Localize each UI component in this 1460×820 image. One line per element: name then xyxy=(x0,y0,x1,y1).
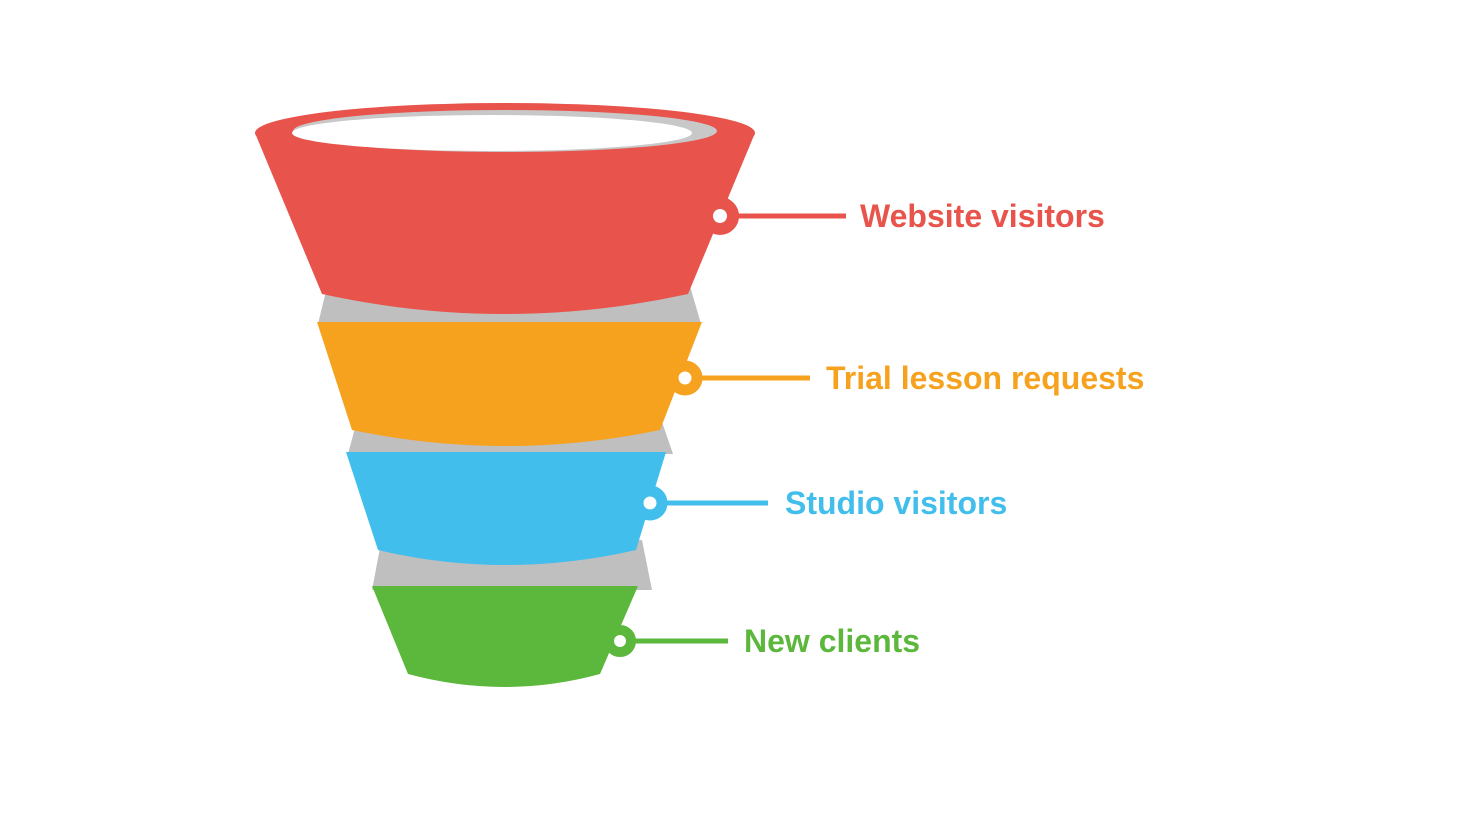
funnel-stage-new-clients xyxy=(372,586,638,687)
stage-4-label: New clients xyxy=(744,623,920,659)
stage-4-marker xyxy=(604,625,636,657)
stage-1-body xyxy=(255,133,755,314)
callout-new-clients: New clients xyxy=(604,623,920,659)
stage-3-label: Studio visitors xyxy=(785,485,1007,521)
funnel-stage-trial-lesson-requests xyxy=(317,322,702,446)
funnel-stage-website-visitors xyxy=(255,103,755,314)
funnel-stage-studio-visitors xyxy=(346,452,666,565)
stage-1-label: Website visitors xyxy=(860,198,1105,234)
callout-website-visitors: Website visitors xyxy=(701,197,1105,235)
stage-2-label: Trial lesson requests xyxy=(826,360,1144,396)
stage-2-marker xyxy=(667,360,703,396)
callout-studio-visitors: Studio visitors xyxy=(632,485,1007,521)
stage-1-marker xyxy=(701,197,739,235)
stage-3-marker xyxy=(632,485,668,521)
stage-1-opening xyxy=(292,115,692,151)
callout-trial-lesson-requests: Trial lesson requests xyxy=(667,360,1144,396)
